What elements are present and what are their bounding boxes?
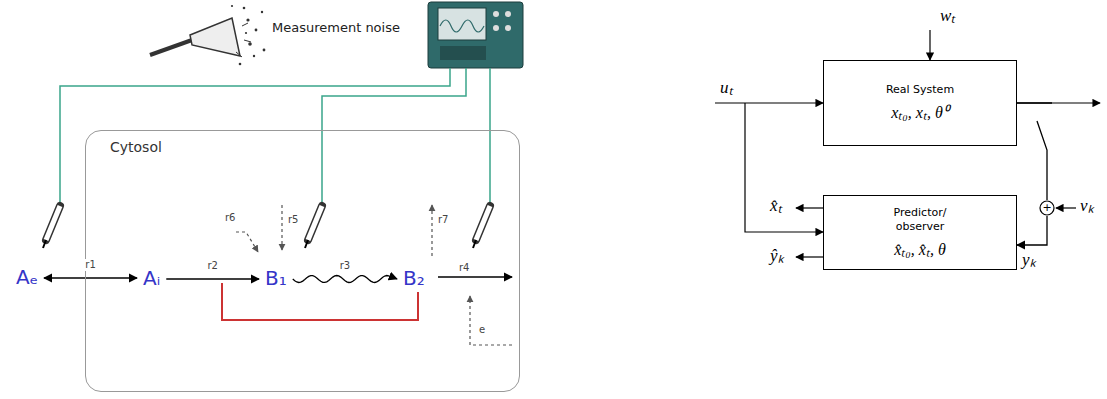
- probe: [308, 206, 322, 240]
- signal-arrow: [796, 256, 823, 257]
- signal-name: wₜ: [940, 6, 955, 26]
- species-name: Aₑ: [14, 263, 40, 291]
- observer-box: Predictor/ observer x̂ₜ₀, x̂ₜ, θ: [823, 195, 1017, 270]
- connector: [1017, 103, 1052, 200]
- dot: [243, 7, 246, 10]
- dot: [239, 63, 242, 66]
- dot: [246, 18, 249, 21]
- note-text: Measurement noise: [272, 20, 400, 35]
- box-title: Real System: [886, 83, 954, 97]
- region-title: Cytosol: [110, 139, 162, 155]
- probes: [43, 206, 490, 248]
- probe: [46, 206, 60, 240]
- probe: [46, 206, 60, 240]
- connector: [44, 277, 137, 278]
- signal-arrow: [1056, 207, 1076, 208]
- rate-label: r4: [458, 262, 470, 274]
- probe: [476, 206, 490, 240]
- signal-arrow: [745, 103, 823, 232]
- rate-label: r1: [84, 259, 96, 271]
- probe: [308, 206, 322, 240]
- species-label: Aᵢ: [141, 264, 162, 292]
- signal-name: x̂ₜ: [770, 196, 782, 216]
- rate-label: r2: [206, 260, 218, 272]
- degradation-arrow: [438, 276, 512, 277]
- species-name: B₁: [263, 264, 289, 292]
- box-state: xₜ₀, xₜ, θ⁰: [891, 101, 949, 123]
- knob: [493, 11, 499, 17]
- nozzle: [150, 40, 192, 55]
- junction-circle: [1040, 201, 1054, 215]
- dot: [253, 55, 255, 57]
- signal-name: yₖ: [1022, 250, 1036, 270]
- probe-cable: [60, 68, 490, 204]
- species-label: B₂: [401, 264, 427, 292]
- probe: [476, 206, 490, 240]
- knob: [493, 25, 499, 31]
- dashed-input: [470, 296, 512, 345]
- feedback-line: [222, 283, 418, 320]
- knob: [505, 25, 511, 31]
- rate-label: r5: [287, 214, 299, 226]
- scope-screen: [438, 8, 486, 40]
- cone: [190, 18, 240, 56]
- dot: [263, 49, 266, 52]
- signal-arrow: [715, 102, 823, 103]
- trace: [440, 20, 484, 32]
- connector: [1017, 216, 1047, 245]
- signal-name: uₜ: [720, 78, 733, 98]
- summing-junction: +: [1039, 200, 1055, 216]
- dashed-flux: [431, 205, 432, 256]
- scope-panel: [440, 46, 486, 60]
- box-state: x̂ₜ₀, x̂ₜ, θ: [894, 238, 946, 260]
- rate-label: r7: [437, 214, 449, 226]
- dot: [248, 42, 252, 46]
- species-label: Aₑ: [14, 263, 40, 291]
- probe-tip: [305, 240, 308, 248]
- knob: [505, 11, 511, 17]
- spray-streaks: [236, 23, 251, 57]
- cytosol-region: CytosolAᵢ B₁ B₂: [85, 130, 520, 392]
- junction-sign: +: [1039, 200, 1055, 216]
- signal-name: vₖ: [1080, 196, 1094, 216]
- signal-name: ŷₖ: [770, 246, 784, 266]
- dot: [231, 5, 233, 7]
- signal-arrow: [796, 207, 823, 208]
- input-label: e: [478, 324, 486, 336]
- connector: [166, 278, 259, 279]
- spray-nozzle: [150, 5, 265, 65]
- species-name: Aᵢ: [141, 264, 162, 292]
- rate-label: r3: [339, 260, 351, 272]
- system-box: Real System xₜ₀, xₜ, θ⁰: [823, 60, 1017, 146]
- dashed-flux: [281, 205, 282, 250]
- species-label: B₁: [263, 264, 289, 292]
- dashed-flux: [236, 232, 258, 252]
- species-name: B₂: [401, 264, 427, 292]
- dot: [261, 11, 263, 13]
- box-title: Predictor/ observer: [880, 206, 960, 234]
- probe-tip: [43, 240, 46, 248]
- signal-arrow: [929, 30, 930, 60]
- connector: [293, 276, 397, 283]
- dot: [245, 32, 247, 34]
- dot: [255, 29, 258, 32]
- probe-tip: [473, 240, 476, 248]
- rate-label: r6: [224, 212, 236, 224]
- scope-case: [428, 2, 523, 68]
- oscilloscope: [428, 2, 523, 68]
